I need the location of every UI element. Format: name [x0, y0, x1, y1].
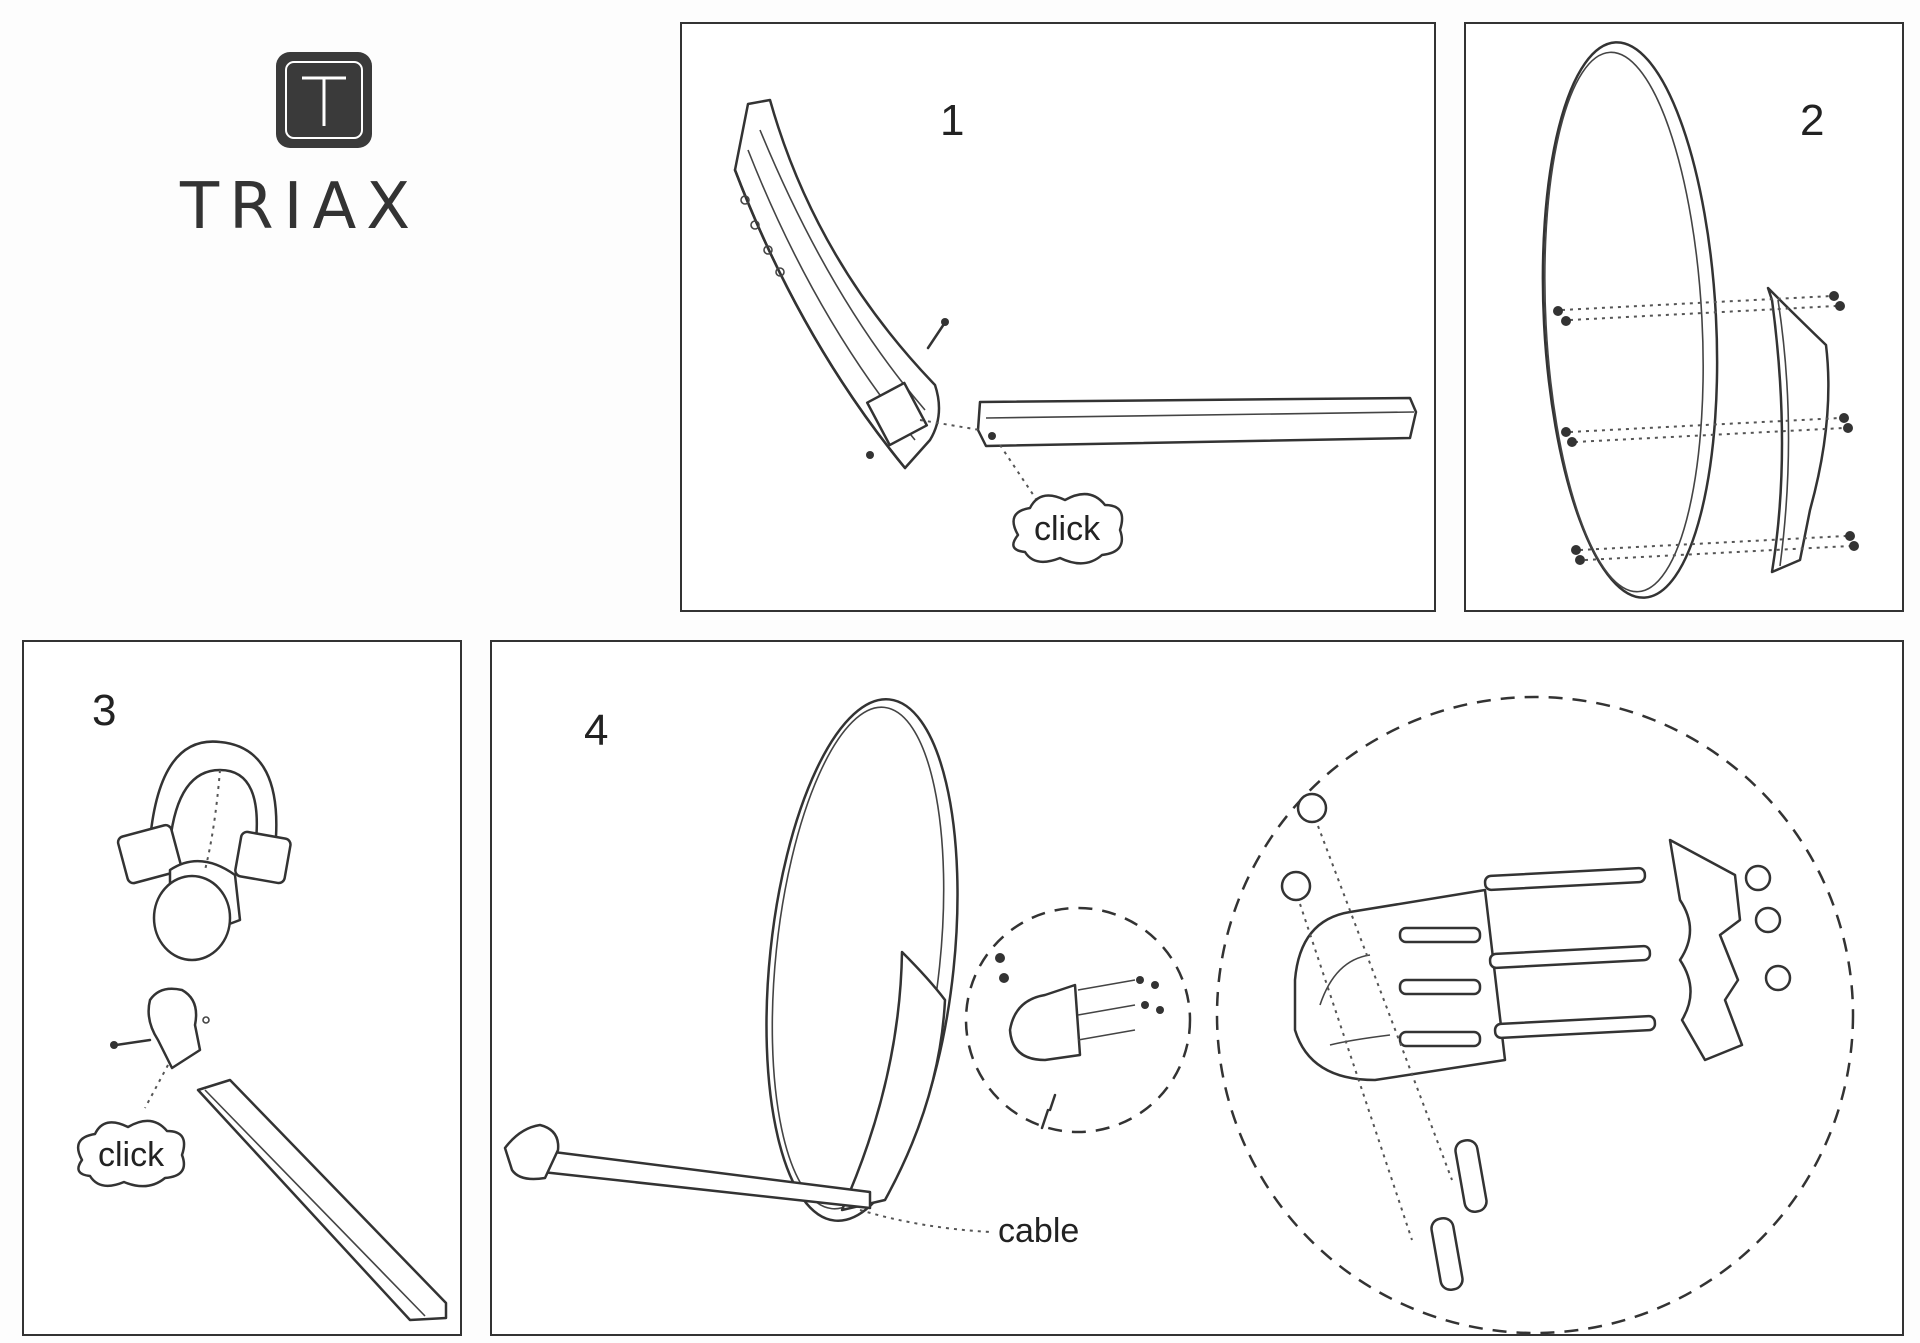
step1-screw	[866, 318, 949, 459]
step-number-1: 1	[940, 96, 965, 145]
step3-lnb	[152, 769, 242, 962]
step-number-2: 2	[1800, 96, 1825, 145]
step1-click-cloud	[1012, 492, 1124, 565]
triax-logo-mark	[276, 52, 372, 148]
step3-small-holder	[110, 987, 210, 1070]
step4-dish	[765, 698, 959, 1222]
step1-arm	[919, 396, 1418, 506]
step2-dish	[1541, 41, 1719, 599]
step3-click-label: click	[98, 1136, 165, 1174]
logo-t-glyph	[285, 61, 363, 139]
step3-arm	[144, 1064, 448, 1322]
step4-arm	[503, 1123, 991, 1233]
step4-detail-small	[964, 906, 1192, 1134]
triax-logo-text: TRIAX	[180, 170, 421, 244]
step3-lnb-holder	[116, 740, 292, 885]
step4-detail-large	[1215, 695, 1855, 1335]
panel-step-4	[490, 640, 1904, 1336]
step2-bracket	[1766, 286, 1830, 574]
step-number-4: 4	[584, 706, 609, 755]
step4-cable-label: cable	[998, 1212, 1080, 1250]
step3-click-cloud	[76, 1119, 186, 1188]
step1-dish-bracket	[733, 98, 941, 470]
step1-click-label: click	[1034, 510, 1101, 548]
step2-bolt-lines	[1553, 291, 1859, 565]
step-number-3: 3	[92, 686, 117, 735]
